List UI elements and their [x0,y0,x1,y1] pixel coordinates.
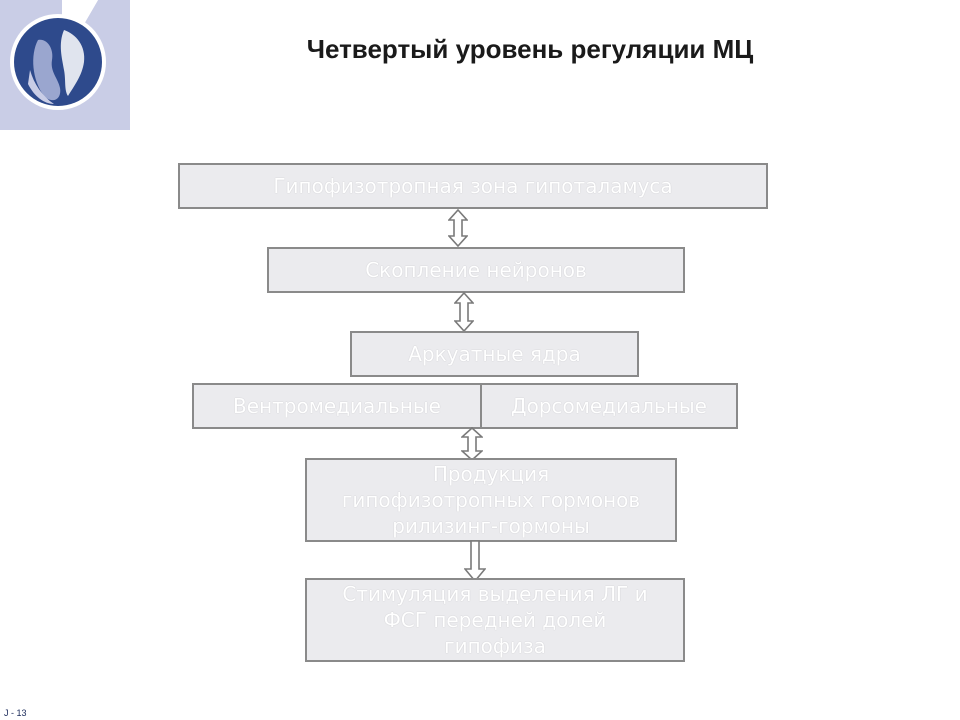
slide-number: J - 13 [4,708,27,718]
neuron-cluster-label: Скопление нейронов [365,258,587,282]
double-arrow-icon [461,427,483,461]
arcuate-nuclei-label: Аркуатные ядра [408,342,581,366]
stimulation-line-2: ФСГ передней долей [383,608,607,632]
stimulation-line-3: гипофиза [444,634,546,658]
dorsomedial-box: Дорсомедиальные [480,383,738,429]
double-arrow-icon [448,209,468,247]
ventromedial-label: Вентромедиальные [233,394,441,418]
production-line-1: Продукция [432,462,550,486]
arrow-down-icon [464,540,486,582]
page-title: Четвертый уровень регуляции МЦ [306,34,754,64]
arcuate-nuclei-box: Аркуатные ядра [350,331,639,377]
stimulation-line-1: Стимуляция выделения ЛГ и [342,582,648,606]
production-box: Продукция гипофизотропных гормонов рилиз… [305,458,677,542]
dorsomedial-label: Дорсомедиальные [510,394,707,418]
production-line-3: рилизинг-гормоны [392,514,590,538]
stimulation-box: Стимуляция выделения ЛГ и ФСГ передней д… [305,578,685,662]
globe-logo-icon [0,0,130,130]
double-arrow-icon [454,292,474,332]
ventromedial-box: Вентромедиальные [192,383,482,429]
hypophysiotropic-zone-label: Гипофизотропная зона гипоталамуса [273,174,673,198]
hypophysiotropic-zone-box: Гипофизотропная зона гипоталамуса [178,163,768,209]
production-line-2: гипофизотропных гормонов [341,488,641,512]
neuron-cluster-box: Скопление нейронов [267,247,685,293]
